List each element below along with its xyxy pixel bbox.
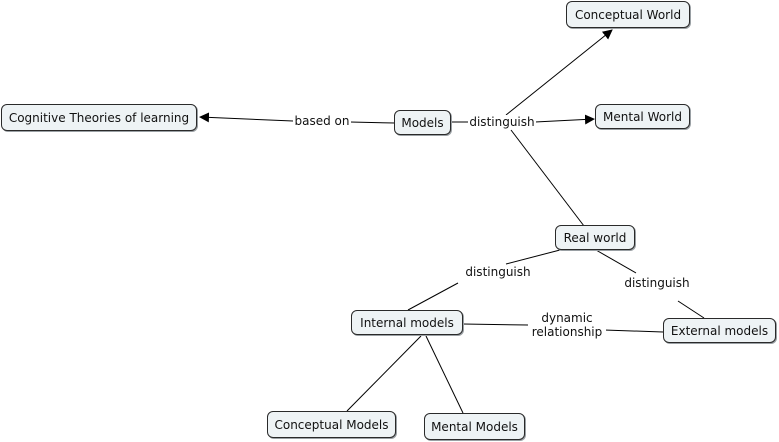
link-dynamic-line2: relationship (531, 325, 603, 339)
edge-distinguishleft-internal (407, 282, 459, 311)
link-distinguish-right: distinguish (623, 276, 691, 290)
link-distinguish-left: distinguish (464, 265, 532, 279)
edge-internal-mentalmodels (425, 335, 464, 414)
edge-distinguish-conceptualworld (505, 29, 613, 116)
node-cognitive-theories[interactable]: Cognitive Theories of learning (1, 104, 197, 131)
link-dynamic-relationship: dynamic relationship (528, 311, 606, 339)
node-mental-world[interactable]: Mental World (595, 104, 690, 129)
node-models[interactable]: Models (394, 110, 451, 135)
edge-realworld-distinguishleft (505, 249, 561, 265)
link-dynamic-line1: dynamic (541, 311, 593, 325)
node-internal-models[interactable]: Internal models (351, 310, 463, 335)
edge-distinguish-mentalworld (534, 114, 595, 125)
edge-distinguish-realworld (510, 129, 585, 227)
edge-realworld-distinguishright (595, 249, 637, 274)
edge-distinguishright-external (677, 300, 705, 319)
node-conceptual-models[interactable]: Conceptual Models (267, 411, 396, 438)
node-mental-models[interactable]: Mental Models (424, 413, 525, 440)
edge-internal-conceptualmodels (346, 335, 422, 412)
edge-internal-dynamic (462, 323, 529, 326)
node-real-world[interactable]: Real world (555, 225, 635, 250)
edge-basedon-cognitive (199, 112, 294, 123)
node-external-models[interactable]: External models (663, 318, 776, 343)
edge-models-basedon (349, 121, 396, 124)
link-distinguish-models: distinguish (468, 115, 536, 129)
edge-dynamic-external (603, 329, 664, 333)
node-conceptual-world[interactable]: Conceptual World (566, 1, 690, 28)
link-based-on: based on (293, 114, 351, 128)
